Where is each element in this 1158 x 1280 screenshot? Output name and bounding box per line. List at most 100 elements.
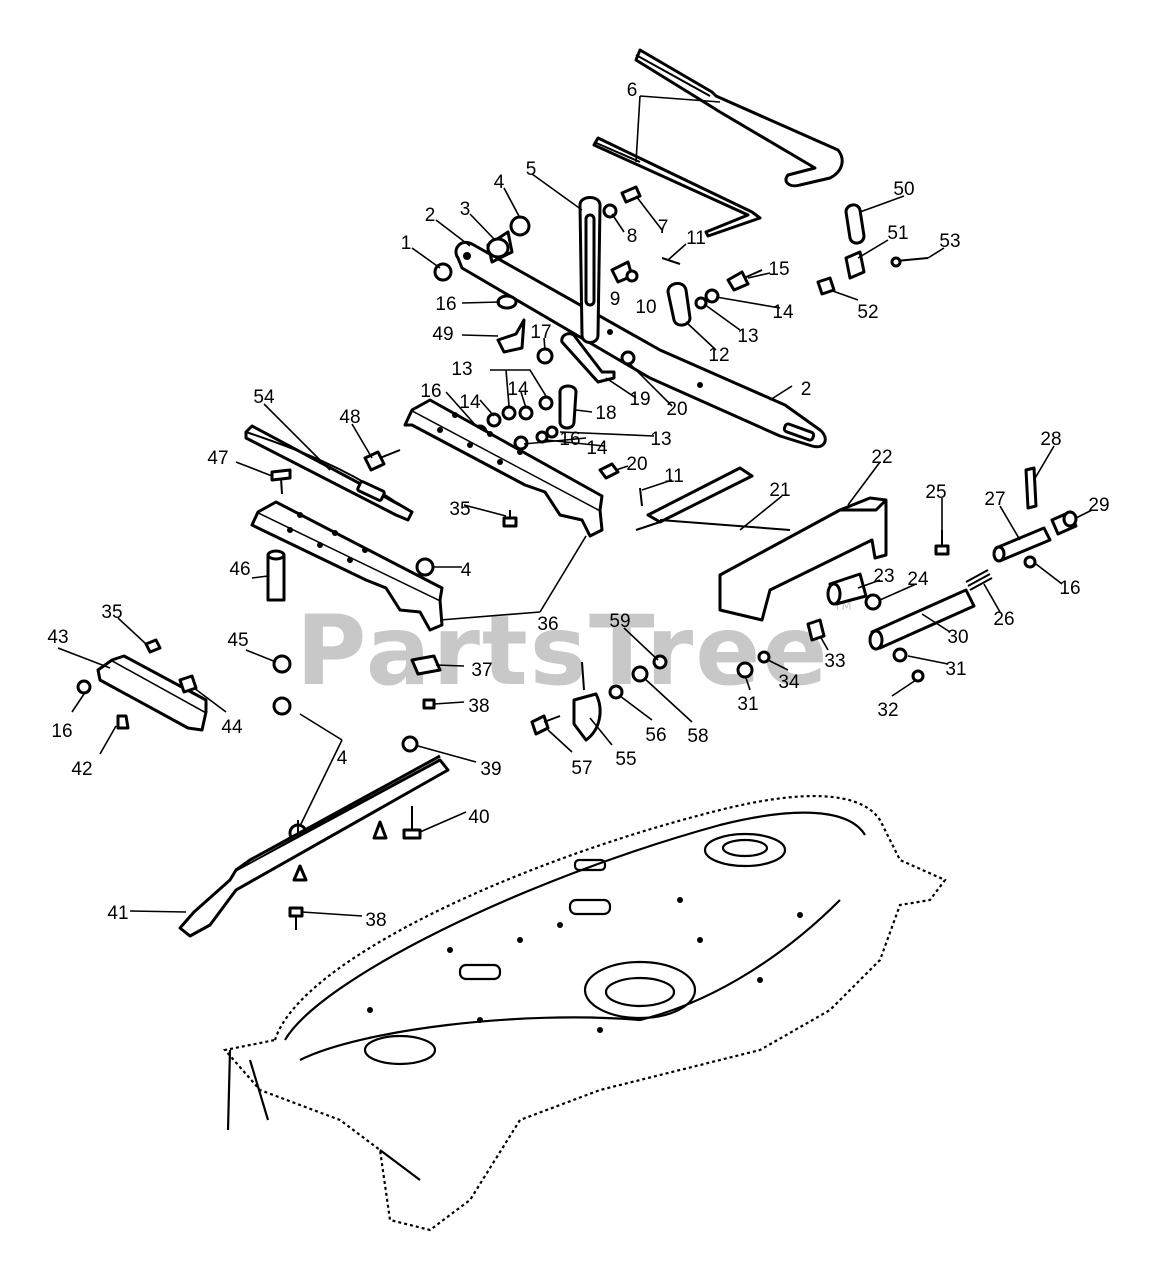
part-12-link	[666, 282, 692, 327]
part-6-lift-lever	[592, 48, 844, 238]
part-2-lift-arm	[454, 241, 827, 449]
callout-c22: 22	[871, 447, 892, 468]
callout-c33: 33	[824, 651, 845, 672]
callout-c13c: 13	[650, 429, 671, 450]
part-30-rock-shaft	[868, 588, 976, 651]
part-4-nut-c	[272, 696, 292, 716]
callout-c17: 17	[530, 322, 551, 343]
part-13-washer	[694, 296, 708, 310]
callout-c35b: 35	[101, 602, 122, 623]
callout-c49: 49	[432, 324, 453, 345]
callout-c4b: 4	[461, 560, 472, 581]
callout-c16c: 16	[559, 429, 580, 450]
callout-c42: 42	[71, 759, 92, 780]
callout-c16e: 16	[51, 721, 72, 742]
part-38-bolt	[422, 698, 436, 710]
part-13-washer-c	[538, 395, 554, 411]
part-46-spacer	[266, 549, 286, 602]
callout-c46: 46	[229, 559, 250, 580]
callout-c2: 2	[425, 205, 436, 226]
part-51-bracket	[844, 250, 866, 280]
callout-c38: 38	[468, 696, 489, 717]
part-56-washer	[608, 684, 624, 700]
part-16-nut-d	[1023, 555, 1037, 569]
callout-c53: 53	[939, 231, 960, 252]
part-49-bracket	[496, 318, 526, 354]
callout-c39: 39	[480, 759, 501, 780]
callout-c32: 32	[877, 700, 898, 721]
part-48-bolt	[363, 449, 401, 472]
part-5-link-strap	[578, 196, 602, 344]
part-36-hanger-bracket-upper	[403, 398, 604, 538]
callout-c48: 48	[339, 407, 360, 428]
callout-c56: 56	[645, 725, 666, 746]
callout-c4c: 4	[337, 748, 348, 769]
callout-c52: 52	[857, 302, 878, 323]
part-18-link	[558, 384, 578, 430]
callout-c5: 5	[526, 159, 537, 180]
part-14-washer-b	[486, 412, 502, 428]
part-14-washer-d	[535, 430, 549, 444]
callout-c23: 23	[873, 566, 894, 587]
callout-c8: 8	[627, 226, 638, 247]
part-28-clip	[1024, 466, 1038, 510]
part-17-nut	[536, 347, 554, 365]
callout-c34: 34	[778, 672, 800, 693]
part-19-bracket	[560, 332, 616, 384]
part-20-bolt-lower	[598, 462, 620, 480]
part-53-pin	[890, 256, 929, 268]
callout-c11: 11	[686, 228, 706, 249]
callout-c15: 15	[768, 259, 789, 280]
callout-c14d: 14	[586, 438, 608, 459]
callout-c24: 24	[907, 569, 929, 590]
callout-c13: 13	[737, 326, 758, 347]
callout-c14: 14	[772, 302, 794, 323]
part-40-bolt	[402, 806, 422, 840]
callout-c30: 30	[947, 627, 968, 648]
part-57-bolt	[530, 714, 561, 736]
part-43-bracket	[96, 654, 208, 732]
callout-c10: 10	[635, 297, 656, 318]
callout-c14c: 14	[507, 379, 529, 400]
part-4-nut-b	[415, 557, 435, 577]
callout-c54: 54	[253, 387, 275, 408]
callout-c20b: 20	[626, 454, 647, 475]
callout-c44: 44	[221, 717, 243, 738]
callout-c57: 57	[571, 758, 592, 779]
callout-c19: 19	[629, 389, 650, 410]
part-39-nut	[401, 735, 419, 753]
part-26-spring	[965, 569, 993, 591]
part-35-bolt-b	[144, 638, 162, 654]
part-8-washer	[602, 203, 618, 219]
callout-c16b: 16	[420, 381, 441, 402]
part-37-plate	[410, 654, 442, 676]
part-50-clip	[844, 203, 866, 245]
part-52-bolt	[816, 276, 836, 296]
callout-c29: 29	[1088, 495, 1109, 516]
callout-c11b: 11	[664, 466, 684, 487]
part-58-nut	[631, 665, 649, 683]
part-14-washer-c	[518, 405, 534, 421]
callout-c37: 37	[471, 660, 492, 681]
part-55-bellcrank	[572, 661, 602, 742]
callout-c1: 1	[401, 233, 412, 254]
mower-deck	[222, 794, 947, 1232]
callout-c25: 25	[925, 482, 946, 503]
part-20-bolt	[620, 350, 636, 366]
part-44-bolt	[178, 674, 198, 694]
callout-c26: 26	[993, 609, 1014, 630]
part-31-nut-b	[736, 661, 754, 679]
callout-c16: 16	[435, 294, 456, 315]
part-15-bolt	[726, 269, 763, 292]
part-13-washer-d	[545, 425, 559, 439]
part-45-nut	[272, 654, 292, 674]
part-27-rod	[992, 526, 1052, 563]
callout-c3: 3	[460, 199, 471, 220]
callout-c14b: 14	[459, 392, 481, 413]
callout-c18: 18	[595, 403, 616, 424]
part-11-pin	[661, 257, 681, 265]
leader-lines	[57, 95, 1093, 917]
callout-c27: 27	[984, 489, 1005, 510]
